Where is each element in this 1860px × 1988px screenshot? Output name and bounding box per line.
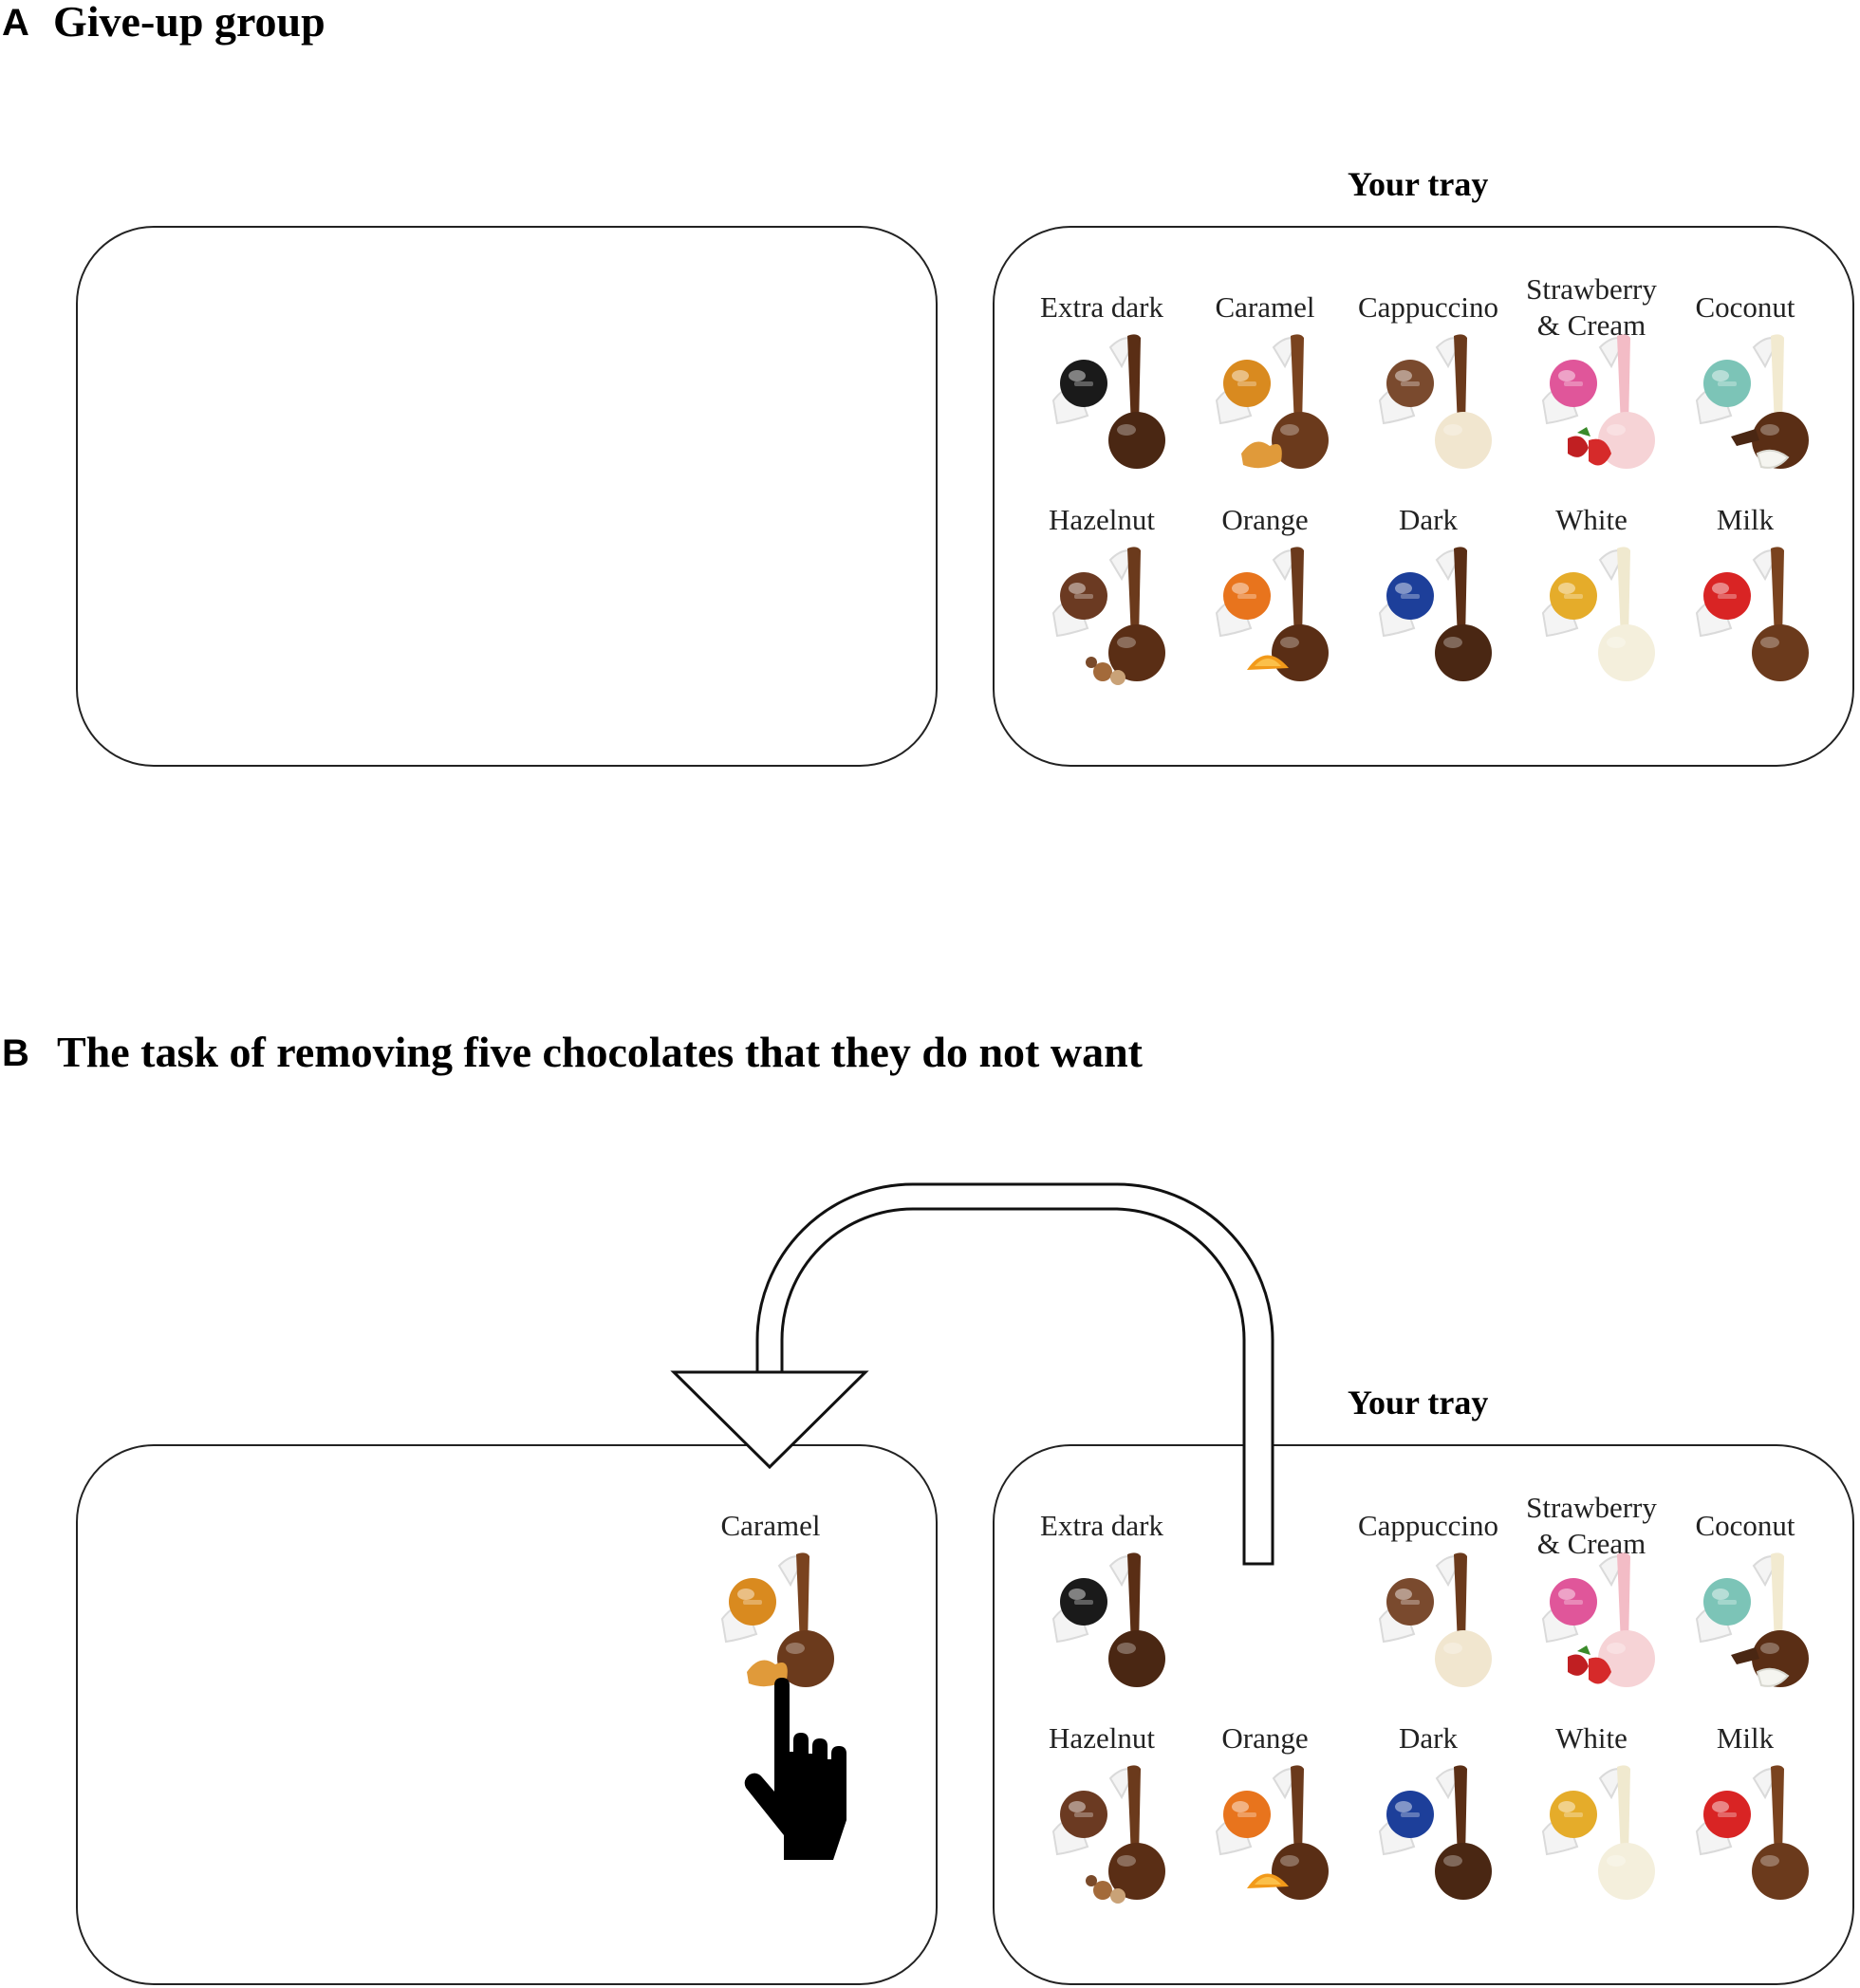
chocolate-label: Orange (1221, 503, 1309, 536)
panel-b-letter: B (2, 1032, 29, 1074)
chocolate-label: Strawberry & Cream (1526, 272, 1657, 342)
chocolate-icon (1215, 547, 1329, 681)
chocolate-item-extra-dark[interactable]: Extra dark (1021, 1490, 1182, 1708)
chocolate-item-hazelnut[interactable]: Hazelnut (1021, 484, 1182, 702)
pointing-hand-icon (744, 1678, 846, 1860)
chocolate-item-cappuccino[interactable]: Cappuccino (1348, 1490, 1509, 1708)
chocolate-icon (1541, 334, 1655, 469)
chocolate-item-strawberry-cream[interactable]: Strawberry & Cream (1511, 1490, 1672, 1708)
chocolate-label: Extra dark (1040, 1509, 1163, 1542)
chocolate-label: Milk (1716, 1721, 1775, 1755)
chocolate-label: Extra dark (1040, 290, 1163, 324)
chocolate-icon (1378, 547, 1492, 681)
panel-a-give-up-box[interactable] (76, 226, 938, 767)
chocolate-icon (1051, 1552, 1165, 1687)
chocolate-item-orange[interactable]: Orange (1184, 1702, 1346, 1921)
chocolate-icon (1541, 1552, 1655, 1687)
chocolate-item-dark[interactable]: Dark (1348, 484, 1509, 702)
chocolate-icon (1541, 1765, 1655, 1900)
chocolate-item-coconut[interactable]: Coconut (1665, 271, 1826, 490)
chocolate-label: Hazelnut (1049, 503, 1155, 536)
chocolate-icon (720, 1552, 834, 1687)
chocolate-icon (1215, 1765, 1329, 1900)
chocolate-item-white[interactable]: White (1511, 484, 1672, 702)
chocolate-label: Caramel (1215, 290, 1315, 324)
panel-a-letter: A (2, 2, 29, 44)
panel-a-tray-heading: Your tray (1348, 165, 1489, 203)
chocolate-icon (1695, 547, 1809, 681)
panel-b-title: The task of removing five chocolates tha… (57, 1028, 1143, 1076)
panel-b-tray-box[interactable]: Extra dark Cappuccino Strawberry & Cream Co… (993, 1444, 1854, 1985)
chocolate-icon (1541, 547, 1655, 681)
chocolate-icon (1378, 1765, 1492, 1900)
chocolate-label: Orange (1221, 1721, 1309, 1755)
chocolate-icon (1695, 1552, 1809, 1687)
chocolate-item-extra-dark[interactable]: Extra dark (1021, 271, 1182, 490)
chocolate-item-caramel[interactable]: Caramel (690, 1490, 851, 1708)
chocolate-label: Cappuccino (1357, 290, 1499, 324)
chocolate-icon (1215, 334, 1329, 469)
chocolate-label: Cappuccino (1357, 1509, 1499, 1542)
empty-tray-slot (1184, 1490, 1346, 1708)
chocolate-label: White (1555, 503, 1628, 536)
chocolate-label: Dark (1399, 503, 1458, 536)
chocolate-icon (1051, 1765, 1165, 1904)
chocolate-icon (1051, 547, 1165, 685)
chocolate-icon (1695, 334, 1809, 469)
chocolate-item-milk[interactable]: Milk (1665, 484, 1826, 702)
chocolate-item-strawberry-cream[interactable]: Strawberry & Cream (1511, 271, 1672, 490)
panel-a-tray-box[interactable]: Extra dark Caramel Cappuccino Strawberry & … (993, 226, 1854, 767)
chocolate-label: White (1555, 1721, 1628, 1755)
chocolate-label: Milk (1716, 503, 1775, 536)
chocolate-item-cappuccino[interactable]: Cappuccino (1348, 271, 1509, 490)
panel-a-title: Give-up group (53, 0, 326, 46)
panel-b-tray-heading: Your tray (1348, 1384, 1489, 1421)
chocolate-item-caramel[interactable]: Caramel (1184, 271, 1346, 490)
chocolate-label: Strawberry & Cream (1526, 1491, 1657, 1560)
chocolate-item-coconut[interactable]: Coconut (1665, 1490, 1826, 1708)
chocolate-label: Caramel (720, 1509, 821, 1542)
chocolate-label: Coconut (1695, 290, 1795, 324)
chocolate-label: Coconut (1695, 1509, 1795, 1542)
chocolate-label: Hazelnut (1049, 1721, 1155, 1755)
chocolate-item-milk[interactable]: Milk (1665, 1702, 1826, 1921)
chocolate-icon (1378, 1552, 1492, 1687)
chocolate-label: Dark (1399, 1721, 1458, 1755)
chocolate-item-orange[interactable]: Orange (1184, 484, 1346, 702)
chocolate-icon (1051, 334, 1165, 469)
chocolate-icon (1695, 1765, 1809, 1900)
chocolate-item-dark[interactable]: Dark (1348, 1702, 1509, 1921)
chocolate-item-white[interactable]: White (1511, 1702, 1672, 1921)
chocolate-item-hazelnut[interactable]: Hazelnut (1021, 1702, 1182, 1921)
chocolate-icon (1378, 334, 1492, 469)
